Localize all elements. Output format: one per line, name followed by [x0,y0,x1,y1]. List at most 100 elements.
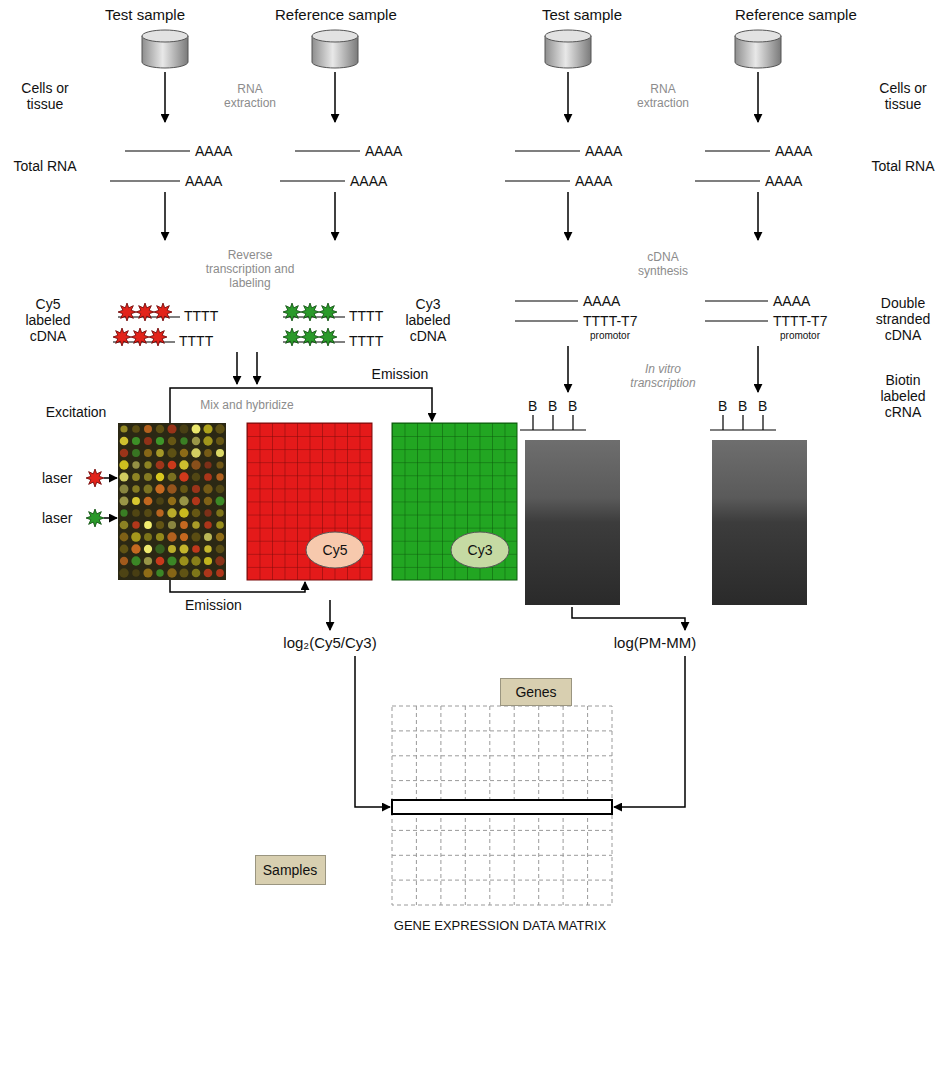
flow-arrow [334,192,336,240]
array-spot [167,568,176,577]
text-label: AAAA [775,143,812,159]
array-spot [179,556,188,565]
cy5-dye-star [131,328,149,346]
box-shape [501,679,572,706]
ellipse-shape [451,532,509,568]
text-label: B [738,398,747,414]
axis-box: Genes [500,678,572,706]
array-spot [167,424,176,433]
array-spot [167,484,176,493]
flow-arrow [236,352,238,384]
sample-cylinder [735,30,781,42]
cy3-dye-star [319,328,337,346]
text-label: Cy5 labeled cDNA [18,296,78,344]
array-spot [180,449,188,457]
array-spot [156,521,164,529]
text-label: AAAA [583,293,620,309]
array-spot [120,449,128,457]
rna-strand [110,151,360,181]
text-label: log(PM-MM) [614,634,697,651]
array-spot [204,497,212,505]
array-spot [120,557,128,565]
array-spot [143,568,152,577]
array-spot [167,508,176,517]
array-spot [167,532,176,541]
array-spot [191,532,200,541]
cy5-dye-star [113,328,131,346]
array-spot [204,473,212,481]
array-spot [120,545,129,554]
array-spot [156,461,165,470]
array-spot [179,472,188,481]
array-spot [192,425,201,434]
array-spot [192,485,200,493]
array-spot [144,533,152,541]
array-spot [119,424,224,577]
cy5-dye-star [118,303,136,321]
array-spot [192,437,200,445]
text-label: promotor [780,330,820,342]
flow-arrow [757,72,759,122]
text-label: B [568,398,577,414]
array-spot [132,461,139,468]
array-spot [144,425,152,433]
flow-arrow [256,352,258,384]
array-spot [156,449,164,457]
text-label: cDNA synthesis [623,250,703,278]
text-label: TTTT-T7 [773,313,827,329]
text-label: Total RNA [871,158,934,174]
text-label: TTTT [184,308,218,324]
cy5-scan-grid [247,423,372,580]
text-label: TTTT [179,333,213,349]
array-spot [132,437,140,445]
flow-arrow [567,72,569,122]
flow-arrow [164,192,166,240]
sample-cylinder [312,30,358,42]
array-spot [216,521,224,529]
array-spot [204,569,213,578]
microarray-image [118,423,226,580]
flow-arrow [104,517,117,519]
array-spot [180,533,188,541]
array-spot [132,569,139,576]
array-spot [216,437,224,445]
array-spot [132,449,140,457]
array-spot [180,545,189,554]
text-label: B [758,398,767,414]
array-spot [168,521,176,529]
cy3-dye-star [301,328,319,346]
array-spot [156,437,164,445]
array-spot [168,437,177,446]
array-spot [119,460,128,469]
array-spot [155,544,165,554]
array-spot [120,521,129,530]
text-label: Biotin labeled cRNA [868,372,938,420]
array-spot [132,497,140,505]
text-label: laser [42,470,72,486]
array-spot [192,569,201,578]
array-spot [132,473,140,481]
array-spot [144,509,152,517]
array-spot [179,460,188,469]
box-shape [255,856,325,885]
array-spot [156,569,164,577]
array-spot [132,485,139,492]
cy3-dye-star [319,303,337,321]
array-spot [167,448,176,457]
array-spot [191,448,200,457]
node-text: Cy5 [323,542,348,558]
array-spot [216,461,223,468]
array-spot [216,533,224,541]
array-spot [204,449,212,457]
array-spot [144,497,153,506]
array-spot [204,521,211,528]
text-label: TTTT [349,308,383,324]
array-spot [131,544,140,553]
rna-strand [710,415,776,430]
array-spot [216,485,225,494]
array-spot [191,460,200,469]
text-label: GENE EXPRESSION DATA MATRIX [394,918,606,933]
matrix-grid [392,731,612,880]
node-text: Samples [263,862,317,878]
